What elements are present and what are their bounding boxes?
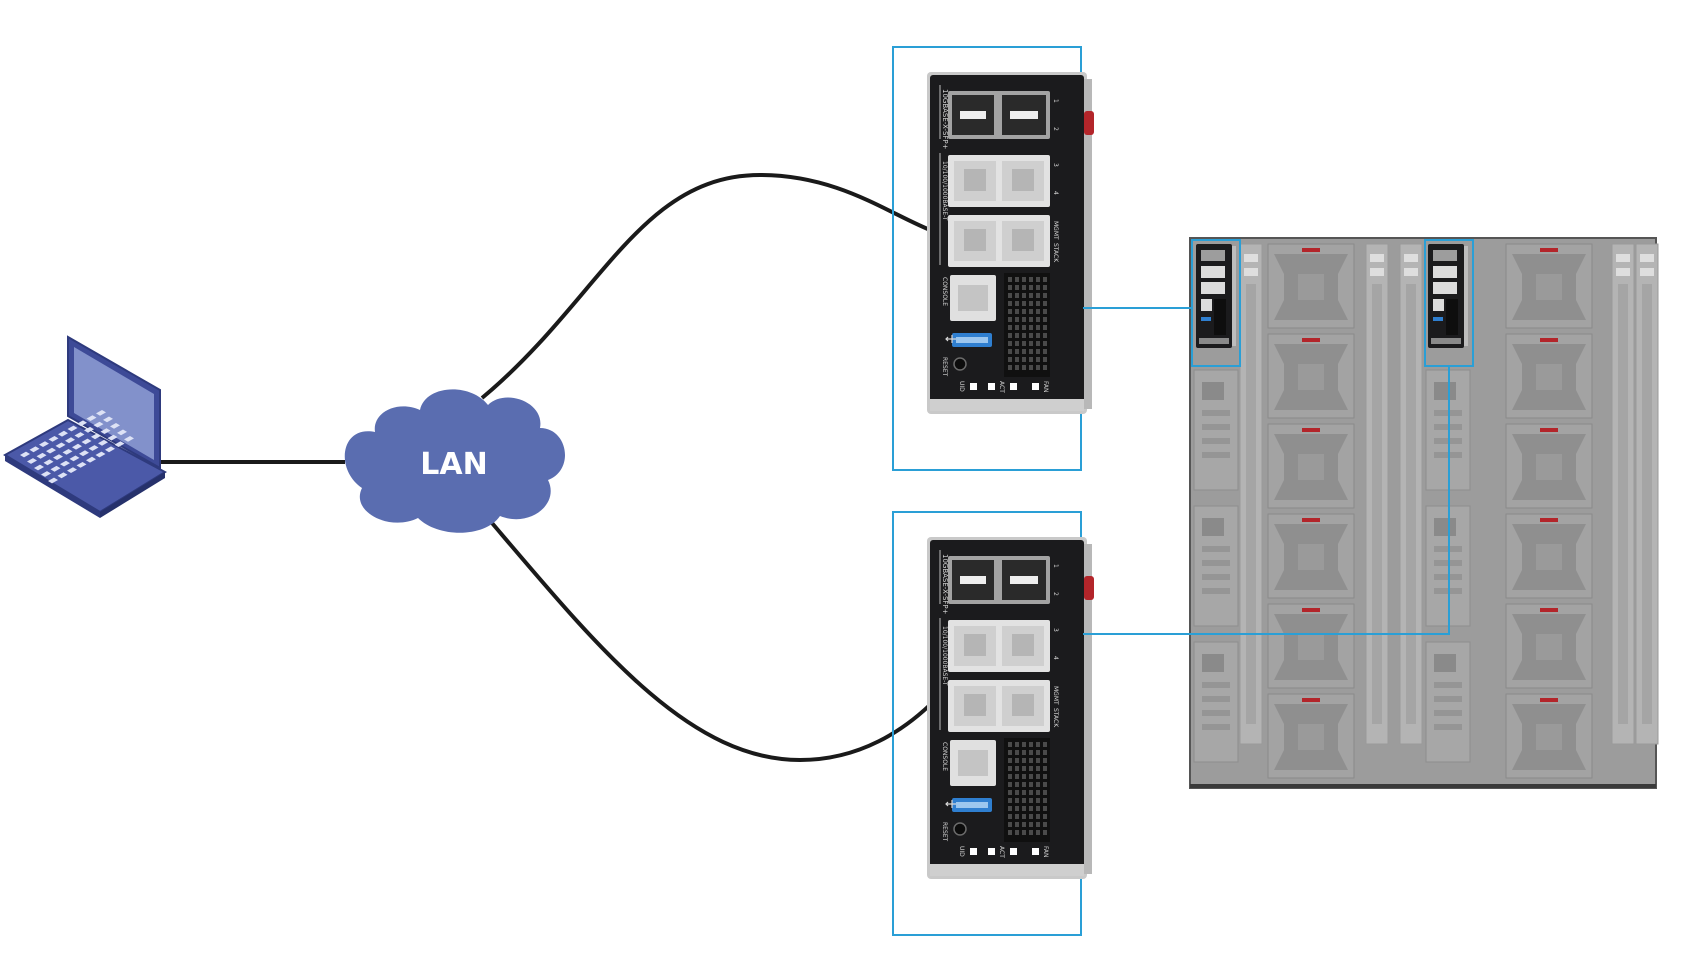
sfp-port-label-2: 2 [1052,127,1059,131]
chassis-fan-slot [1267,513,1355,599]
chassis-rail [1399,243,1423,745]
chassis-fan-slot [1267,423,1355,509]
sfp-group-label: 10GBASE-X-SFP+ [941,554,949,615]
chassis-fan-slot [1267,603,1355,689]
console-port-label: CONSOLE [941,742,948,771]
rj45-port-label-3: 3 [1052,628,1059,632]
led-label-fan: FAN [1042,846,1049,858]
rj45-group-label: 10/100/1000BASE-T [941,161,948,221]
chassis-fan-slot [1505,603,1593,689]
top-switch-module: 10GBASE-X-SFP+ 10/100/1000BASE-T 1 2 3 4… [926,71,1095,415]
cable-lan-to-top-switch [480,172,936,400]
led-label-uid: UID [958,381,965,392]
console-port-label: CONSOLE [941,277,948,306]
sfp-port-label-1: 1 [1052,99,1059,103]
chassis-fan-slot [1267,243,1355,329]
chassis-rail [1635,243,1659,745]
bottom-switch-module: 10GBASE-X-SFP+ 10/100/1000BASE-T 1 2 3 4… [926,536,1095,880]
reset-button-label: RESET [941,357,948,377]
chassis-fan-slot [1267,693,1355,779]
chassis-fan-slot [1505,243,1593,329]
sfp-group-label: 10GBASE-X-SFP+ [941,89,949,150]
stack-port-label: STACK [1052,243,1059,263]
chassis-rail [1365,243,1389,745]
rj45-group-label: 10/100/1000BASE-T [941,626,948,686]
rj45-port-label-3: 3 [1052,163,1059,167]
reset-button-label: RESET [941,822,948,842]
chassis-fan-slot [1505,513,1593,599]
blade-chassis [1189,237,1659,789]
chassis-psu-slot [1193,369,1239,491]
chassis-fan-slot [1505,693,1593,779]
chassis-rail [1611,243,1635,745]
sfp-port-label-1: 1 [1052,564,1059,568]
chassis-fan-slot [1505,333,1593,419]
stack-port-label: STACK [1052,708,1059,728]
chassis-psu-slot [1193,505,1239,627]
usb-icon [945,335,956,343]
mgmt-port-label: MGMT [1052,686,1059,705]
chassis-rail [1239,243,1263,745]
chassis-switch-module [1428,244,1468,348]
connector-bottom-switch-to-chassis [1083,365,1450,635]
chassis-slot-highlight-right [1424,239,1474,367]
rj45-port-label-4: 4 [1052,191,1059,195]
lan-label: LAN [420,447,487,482]
laptop-icon [3,335,168,518]
chassis-psu-slot [1193,641,1239,763]
chassis-psu-slot [1425,641,1471,763]
lan-cloud-icon [344,389,566,533]
usb-icon [945,800,956,808]
mgmt-port-label: MGMT [1052,221,1059,240]
chassis-fan-slot [1267,333,1355,419]
led-label-act: ACT [998,381,1005,393]
chassis-fan-slot [1505,423,1593,509]
chassis-switch-module [1196,244,1236,348]
rj45-port-label-4: 4 [1052,656,1059,660]
sfp-port-label-2: 2 [1052,592,1059,596]
led-label-uid: UID [958,846,965,857]
cable-lan-to-bottom-switch [490,521,937,763]
chassis-slot-highlight-left [1191,239,1241,367]
led-label-fan: FAN [1042,381,1049,393]
led-label-act: ACT [998,846,1005,858]
